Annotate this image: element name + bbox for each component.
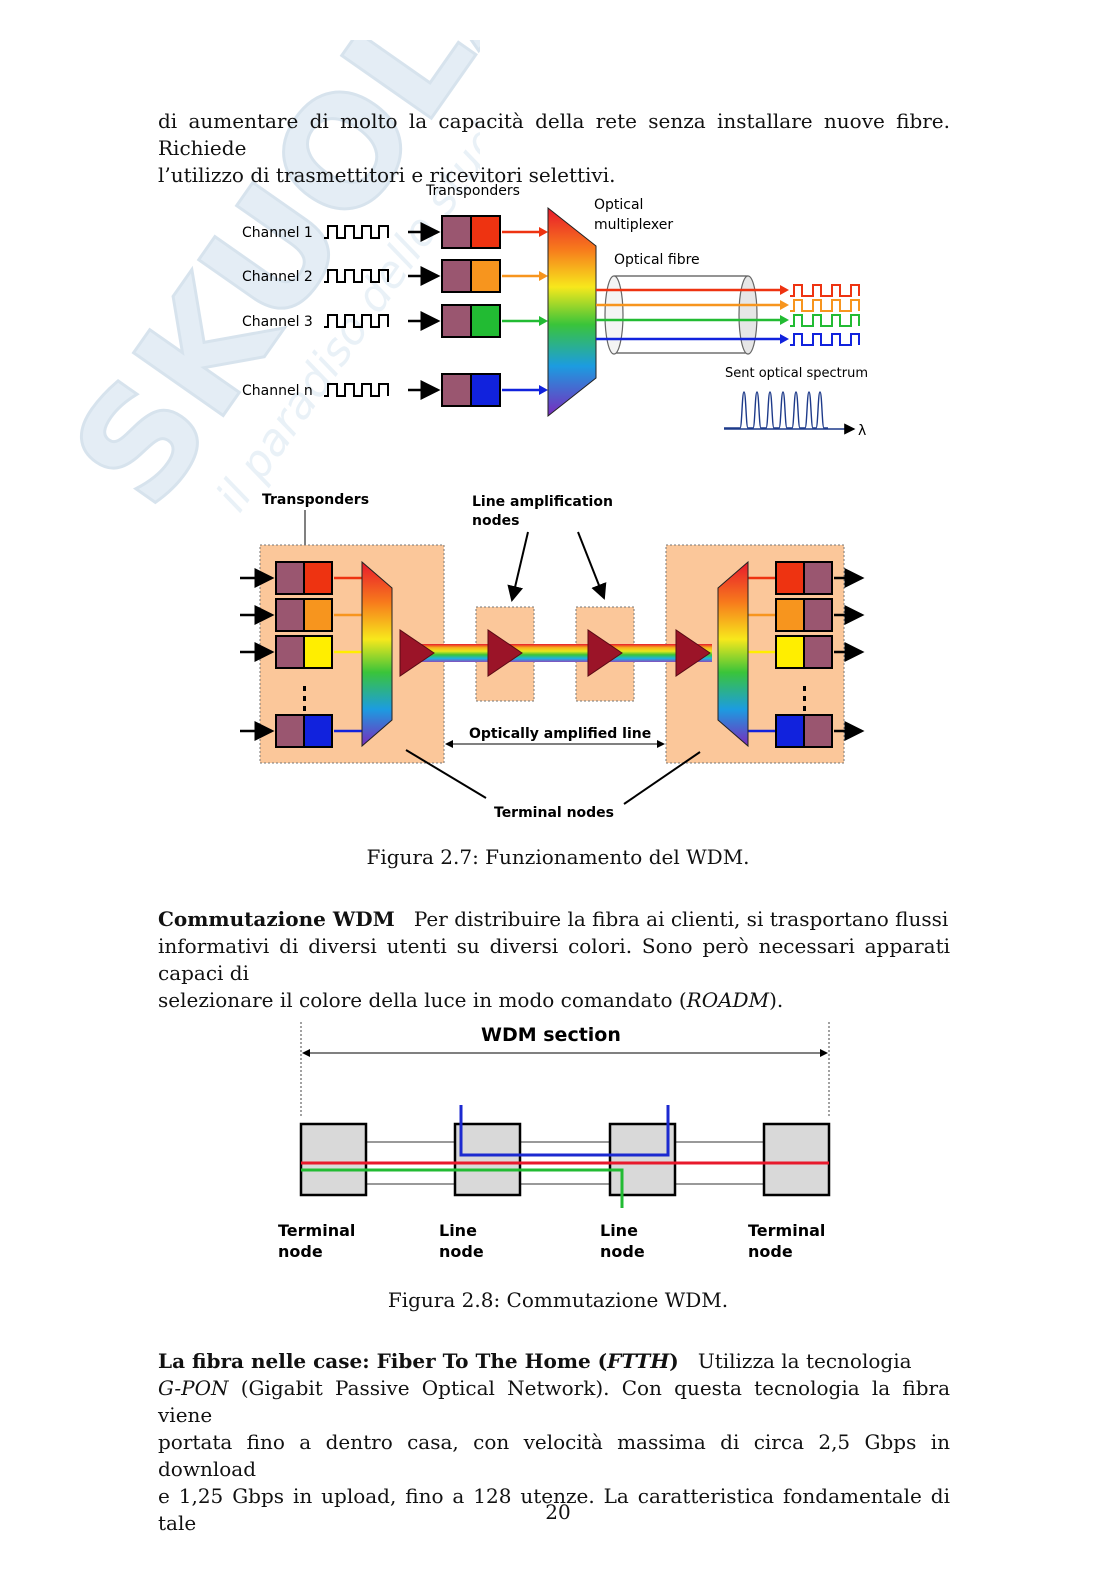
fig3-node-label: Line bbox=[600, 1221, 638, 1240]
ftth-paragraph: La fibra nelle case: Fiber To The Home (… bbox=[158, 1348, 950, 1537]
roadm-term: ROADM bbox=[686, 988, 770, 1012]
ftth-line-4: e 1,25 Gbps in upload, fino a 128 utenze… bbox=[158, 1484, 950, 1535]
fig3-node-label: node bbox=[600, 1242, 645, 1261]
fig1-fibre-label: Optical fibre bbox=[614, 252, 700, 268]
fig2-transponders-label: Transponders bbox=[262, 492, 369, 508]
fig3-line-node bbox=[453, 1122, 522, 1197]
fig1-transponder-tx bbox=[441, 215, 472, 249]
fig1-channel-label: Channel 1 bbox=[242, 225, 313, 241]
ftth-heading: La fibra nelle case: Fiber To The Home (… bbox=[158, 1349, 679, 1373]
fig2-transponder-color bbox=[775, 714, 805, 748]
commutazione-heading: Commutazione WDM bbox=[158, 907, 395, 931]
fig1-mux-label-2: multiplexer bbox=[594, 217, 673, 233]
fig1-optical-multiplexer bbox=[547, 206, 597, 418]
fig1-output-wave-icon bbox=[790, 284, 860, 297]
fig2-transponder-color bbox=[775, 635, 805, 669]
fig2-transponder-color bbox=[775, 561, 805, 595]
fig2-transponder-color bbox=[303, 598, 333, 632]
fig2-transponder-tx bbox=[275, 635, 305, 669]
ftth-line-1: Utilizza la tecnologia bbox=[697, 1349, 912, 1373]
fig2-amplified-line-label: Optically amplified line bbox=[469, 726, 651, 742]
fig1-signal-wave-icon bbox=[324, 383, 389, 397]
fig2-transponder-color bbox=[775, 598, 805, 632]
fig1-transponder-color bbox=[470, 304, 501, 338]
fig3-section-title: WDM section bbox=[481, 1024, 621, 1046]
fig1-lambda-label: λ bbox=[858, 423, 866, 439]
commutazione-line-3a: selezionare il colore della luce in modo… bbox=[158, 988, 687, 1012]
intro-line-2: l’utilizzo di trasmettitori e ricevitori… bbox=[158, 163, 616, 187]
fig2-amplifier-icon bbox=[675, 629, 711, 677]
fig1-transponder-tx bbox=[441, 373, 472, 407]
figure-caption-2-7: Figura 2.7: Funzionamento del WDM. bbox=[366, 845, 750, 869]
fig3-node-label: node bbox=[439, 1242, 484, 1261]
fig3-node-label: node bbox=[278, 1242, 323, 1261]
fig1-transponder-color bbox=[470, 259, 501, 293]
commutazione-line-3b: ). bbox=[769, 988, 784, 1012]
fig2-terminal-nodes-label: Terminal nodes bbox=[494, 805, 614, 821]
fig1-output-wave-icon bbox=[790, 333, 860, 346]
fig1-transponder-color bbox=[470, 215, 501, 249]
fig3-terminal-node bbox=[762, 1122, 831, 1197]
fig1-signal-wave-icon bbox=[324, 269, 389, 283]
fig2-transponder-rx bbox=[803, 598, 833, 632]
fig3-node-label: Terminal bbox=[748, 1221, 825, 1240]
fig2-amplifier-icon bbox=[587, 629, 623, 677]
fig2-demux-right bbox=[717, 560, 749, 748]
fig2-transponder-tx bbox=[275, 598, 305, 632]
fig2-line-amp-label-2: nodes bbox=[472, 513, 519, 529]
fig2-amplifier-icon bbox=[399, 629, 435, 677]
wdm-transmission-diagram: Transponders Optical multiplexer Optical… bbox=[242, 183, 868, 439]
fig1-channel-label: Channel 3 bbox=[242, 314, 313, 330]
fig3-terminal-node bbox=[299, 1122, 368, 1197]
fig2-transponder-rx bbox=[803, 561, 833, 595]
fig3-node-label: Terminal bbox=[278, 1221, 355, 1240]
fig1-transponder-color bbox=[470, 373, 501, 407]
fig2-mux-left bbox=[361, 560, 393, 748]
intro-line-1: di aumentare di molto la capacità della … bbox=[158, 109, 950, 160]
fig2-transponder-color bbox=[303, 561, 333, 595]
fig1-signal-wave-icon bbox=[324, 314, 389, 328]
commutazione-paragraph: Commutazione WDM Per distribuire la fibr… bbox=[158, 906, 950, 1014]
commutazione-line-2: informativi di diversi utenti su diversi… bbox=[158, 934, 950, 985]
fig2-transponder-tx bbox=[275, 561, 305, 595]
commutazione-line-1: Per distribuire la fibra ai clienti, si … bbox=[413, 907, 949, 931]
figure-caption-2-8: Figura 2.8: Commutazione WDM. bbox=[387, 1288, 729, 1312]
fig3-node-label: node bbox=[748, 1242, 793, 1261]
fig2-transponder-rx bbox=[803, 714, 833, 748]
fig2-transponder-rx bbox=[803, 635, 833, 669]
fig3-node-label: Line bbox=[439, 1221, 477, 1240]
ftth-line-2: (Gigabit Passive Optical Network). Con q… bbox=[158, 1376, 951, 1427]
gpon-term: G-PON bbox=[158, 1376, 229, 1400]
fig3-line-node bbox=[608, 1122, 677, 1197]
fig1-output-wave-icon bbox=[790, 314, 860, 327]
intro-paragraph: di aumentare di molto la capacità della … bbox=[158, 108, 950, 189]
fig3-green-lightpath bbox=[301, 1168, 624, 1208]
fig1-channel-label: Channel n bbox=[242, 383, 313, 399]
page-number: 20 bbox=[545, 1500, 571, 1524]
wdm-switching-diagram: WDM section Terminal node Line node Line node… bbox=[278, 1022, 831, 1261]
fig2-line-amp-label-1: Line amplification bbox=[472, 494, 613, 510]
wdm-link-diagram: Transponders Line amplification nodes Op… bbox=[240, 492, 865, 821]
fig1-channel-label: Channel 2 bbox=[242, 269, 313, 285]
fig1-transponder-tx bbox=[441, 304, 472, 338]
fig1-signal-wave-icon bbox=[324, 225, 389, 239]
fig1-optical-fibre bbox=[604, 275, 758, 355]
fig2-amplifier-icon bbox=[487, 629, 523, 677]
fig1-transponders-label: Transponders bbox=[425, 183, 520, 199]
fig1-mux-label-1: Optical bbox=[594, 197, 643, 213]
fig2-amplified-line bbox=[400, 644, 712, 662]
fig2-transponder-color bbox=[303, 714, 333, 748]
fig1-output-wave-icon bbox=[790, 299, 860, 312]
fig3-blue-lightpath bbox=[459, 1105, 670, 1157]
fig1-spectrum-plot bbox=[724, 391, 856, 435]
fig2-transponder-tx bbox=[275, 714, 305, 748]
ftth-line-3: portata fino a dentro casa, con velocità… bbox=[158, 1430, 950, 1481]
fig2-transponder-color bbox=[303, 635, 333, 669]
fig1-spectrum-label: Sent optical spectrum bbox=[725, 366, 868, 381]
fig1-transponder-tx bbox=[441, 259, 472, 293]
